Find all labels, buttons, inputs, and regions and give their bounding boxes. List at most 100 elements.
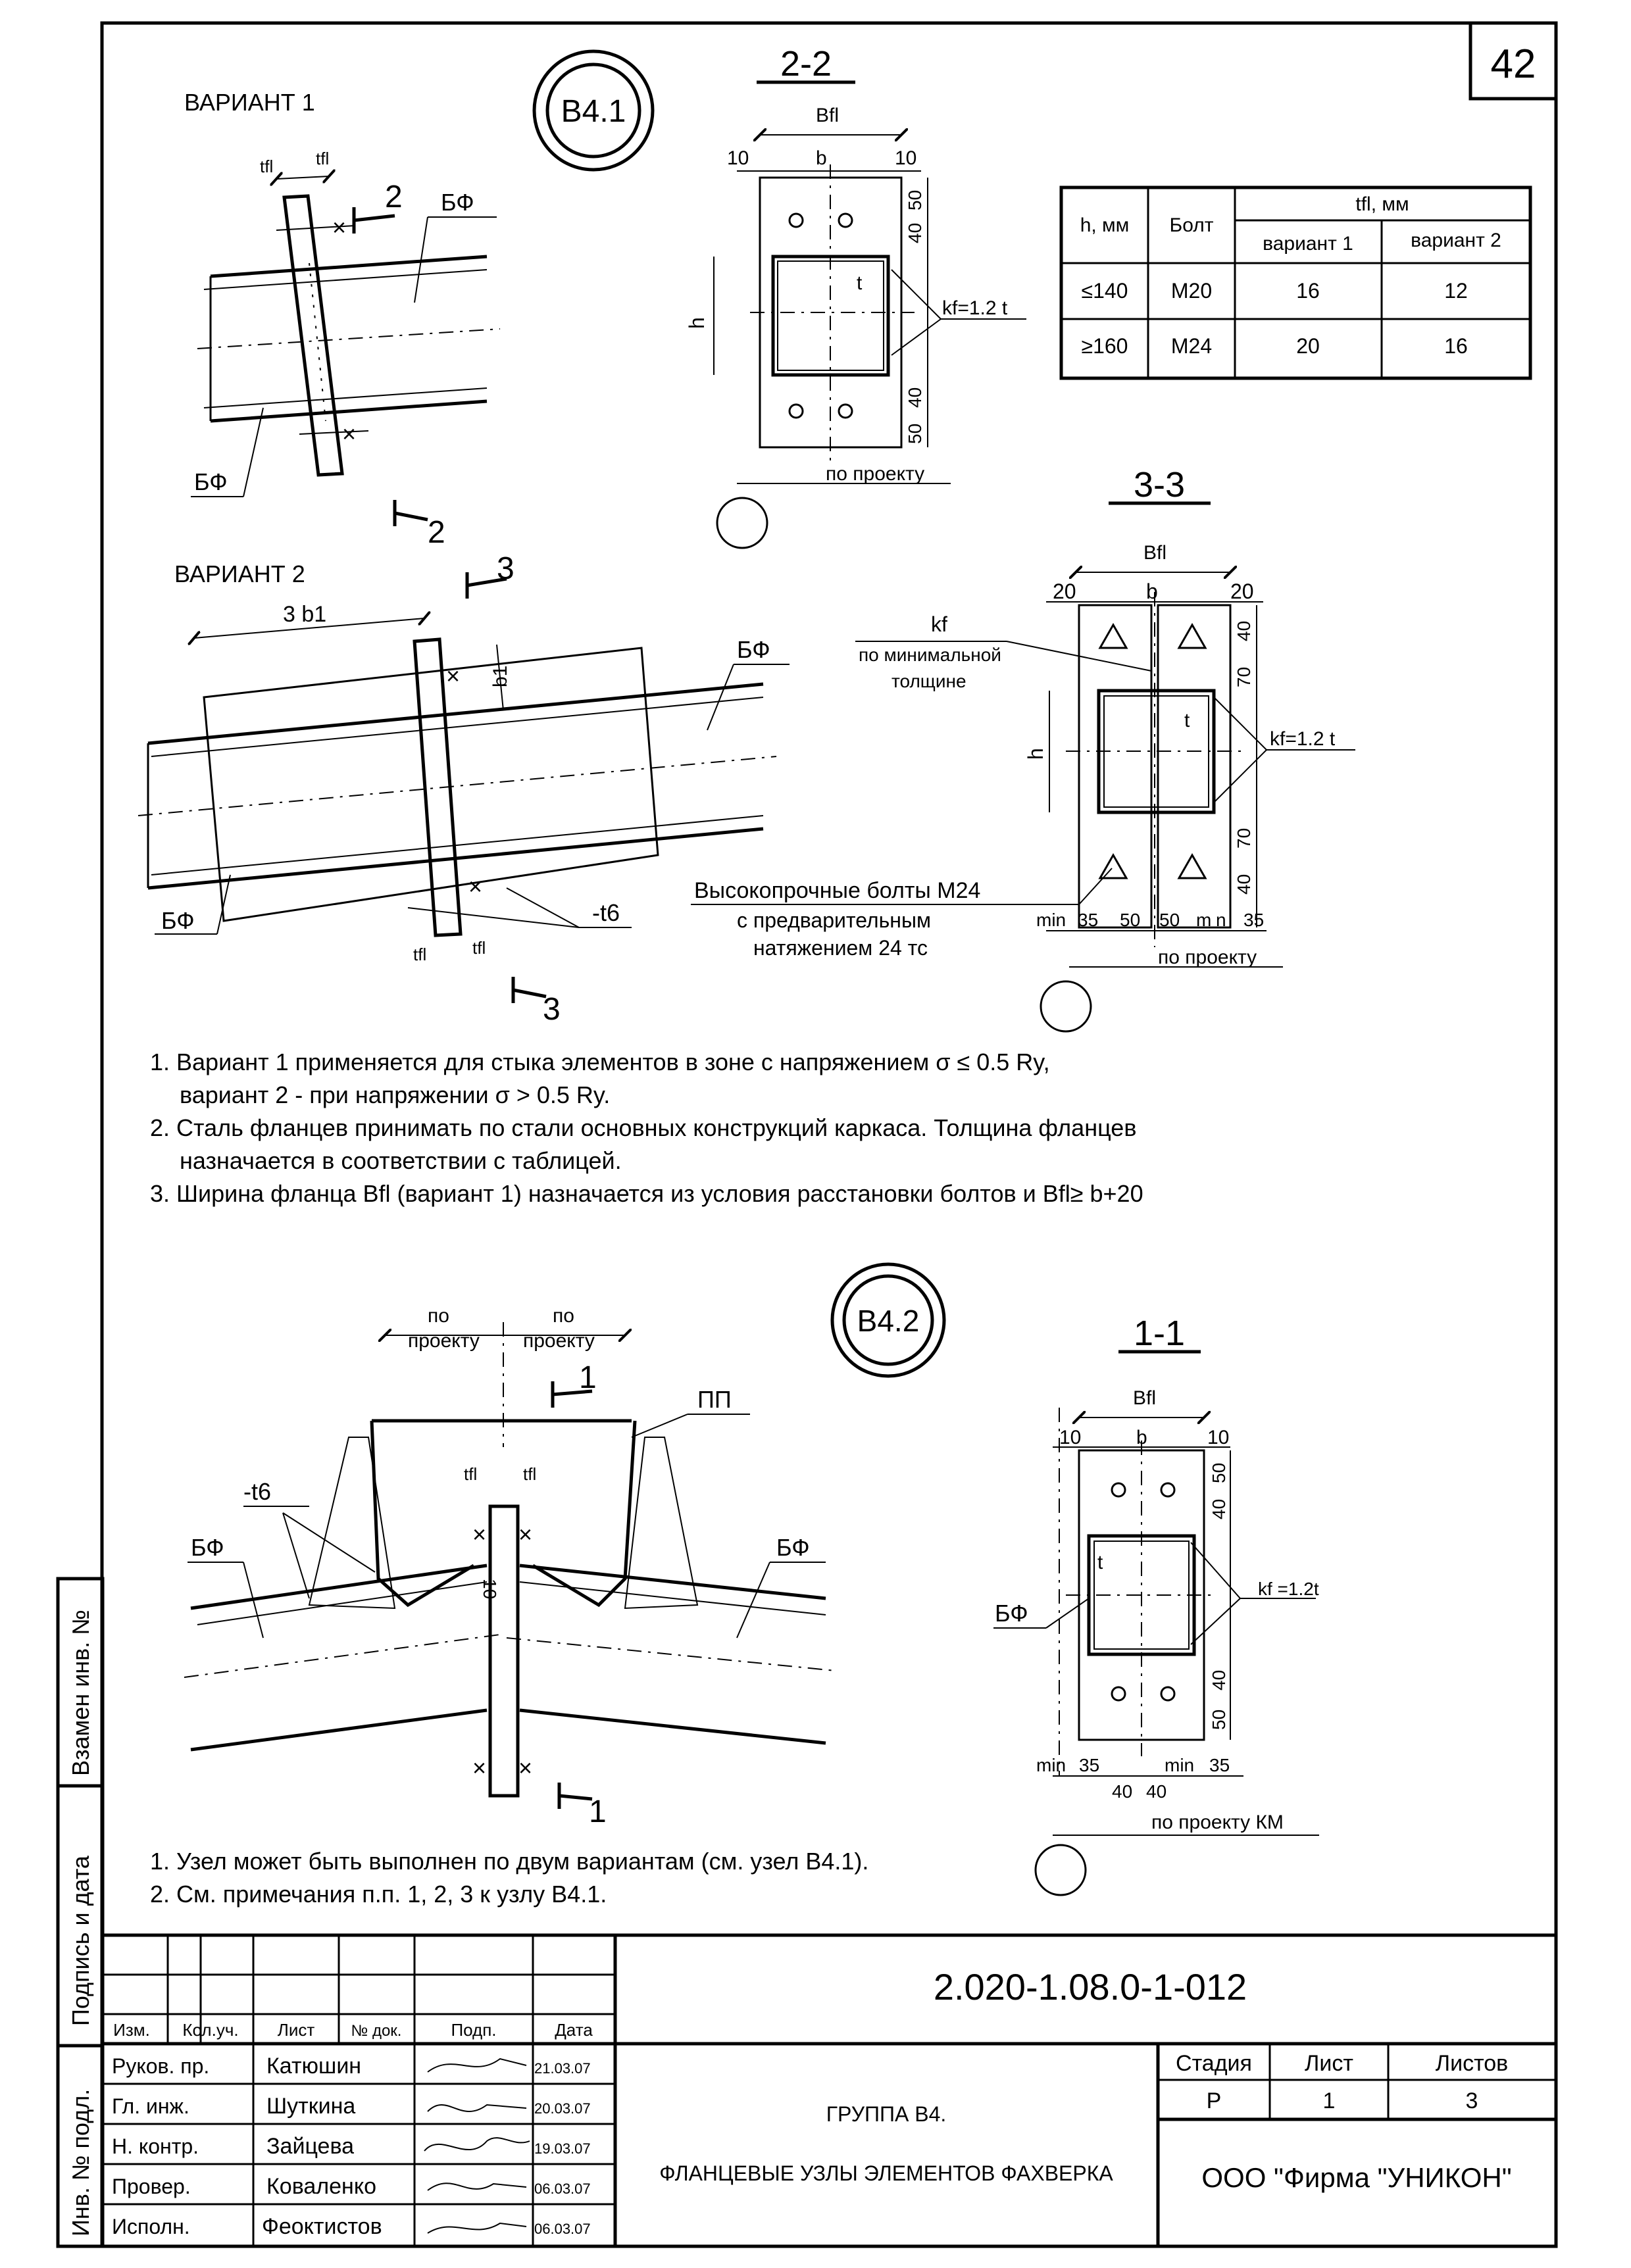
svg-text:×: × bbox=[332, 214, 346, 241]
col-header: Изм. bbox=[113, 2020, 150, 2040]
svg-text:БФ: БФ bbox=[776, 1534, 810, 1561]
note-line: вариант 2 - при напряжении σ > 0.5 Ry. bbox=[180, 1081, 611, 1108]
svg-text:40: 40 bbox=[905, 387, 925, 408]
sig-date: 19.03.07 bbox=[534, 2140, 591, 2157]
svg-text:50: 50 bbox=[905, 190, 925, 210]
svg-text:БФ: БФ bbox=[161, 907, 195, 934]
node-b41-tag: В4.1 bbox=[532, 49, 655, 172]
svg-text:b: b bbox=[1146, 579, 1158, 603]
svg-text:×: × bbox=[518, 1754, 532, 1781]
svg-text:40: 40 bbox=[1209, 1499, 1229, 1519]
svg-text:10: 10 bbox=[1207, 1427, 1229, 1448]
note-line: назначается в соответствии с таблицей. bbox=[180, 1147, 622, 1174]
table-cell: 20 bbox=[1296, 334, 1320, 358]
svg-text:40: 40 bbox=[1234, 621, 1254, 641]
node-b42-tag: В4.2 bbox=[830, 1262, 946, 1378]
sheets-header: Листов bbox=[1436, 2051, 1508, 2076]
svg-text:10: 10 bbox=[480, 1579, 500, 1599]
svg-text:b: b bbox=[816, 147, 827, 169]
table-v2-header: вариант 2 bbox=[1411, 230, 1501, 251]
svg-text:10: 10 bbox=[895, 147, 916, 169]
svg-text:В4.2: В4.2 bbox=[857, 1304, 920, 1338]
signature-scribbles bbox=[424, 2058, 530, 2234]
svg-text:tfl: tfl bbox=[472, 938, 486, 958]
table-cell: 16 bbox=[1444, 334, 1468, 358]
svg-text:Bfl: Bfl bbox=[1143, 542, 1167, 564]
sig-name: Зайцева bbox=[266, 2134, 354, 2159]
svg-text:×: × bbox=[468, 873, 482, 900]
svg-text:50: 50 bbox=[905, 424, 925, 444]
sig-name: Катюшин bbox=[266, 2054, 361, 2079]
side-stamp: Взамен инв. № Подпись и дата Инв. № подл… bbox=[56, 1577, 105, 2248]
svg-text:t: t bbox=[1097, 1552, 1103, 1573]
table-cell: ≥160 bbox=[1082, 334, 1128, 358]
table-cell: M20 bbox=[1171, 279, 1212, 303]
svg-text:БФ: БФ bbox=[194, 468, 228, 495]
svg-text:с предварительным: с предварительным bbox=[737, 908, 931, 932]
svg-text:по проекту: по проекту bbox=[1158, 947, 1257, 968]
svg-text:1: 1 bbox=[579, 1360, 597, 1395]
side-podpis: Подпись и дата bbox=[67, 1855, 94, 2026]
variant1-view: × × tfl tfl 2 2 БФ БФ bbox=[191, 149, 501, 550]
sheet-frame: 42 bbox=[100, 21, 1558, 2248]
svg-text:-t6: -t6 bbox=[243, 1478, 271, 1505]
flange-table: h, мм Болт tfl, мм вариант 1 вариант 2 ≤… bbox=[1059, 185, 1532, 380]
svg-text:×: × bbox=[518, 1521, 532, 1548]
drawing-title: ФЛАНЦЕВЫЕ УЗЛЫ ЭЛЕМЕНТОВ ФАХВЕРКА bbox=[659, 2161, 1113, 2185]
table-cell: 12 bbox=[1444, 279, 1468, 303]
svg-text:35: 35 bbox=[1078, 910, 1098, 930]
stage-value: Р bbox=[1207, 2088, 1222, 2113]
svg-text:Bfl: Bfl bbox=[1133, 1387, 1156, 1409]
svg-text:проекту: проекту bbox=[523, 1330, 595, 1352]
svg-text:1-1: 1-1 bbox=[1134, 1314, 1185, 1353]
sheet-header: Лист bbox=[1305, 2051, 1353, 2076]
svg-text:50: 50 bbox=[1209, 1463, 1229, 1483]
svg-text:t: t bbox=[1184, 710, 1190, 731]
svg-text:натяжением 24 тс: натяжением 24 тс bbox=[753, 936, 928, 960]
svg-text:по проекту КМ: по проекту КМ bbox=[1151, 1812, 1284, 1833]
note-line: 1. Узел может быть выполнен по двум вари… bbox=[150, 1848, 869, 1875]
sig-role: Гл. инж. bbox=[112, 2094, 189, 2118]
svg-text:min: min bbox=[1036, 1755, 1066, 1775]
svg-text:min: min bbox=[1165, 1755, 1194, 1775]
svg-text:70: 70 bbox=[1234, 667, 1254, 687]
sig-name: Феоктистов bbox=[262, 2214, 382, 2239]
svg-text:10: 10 bbox=[727, 147, 749, 169]
title-block: Изм. Кол.уч. Лист № док. Подп. Дата Руко… bbox=[102, 1933, 1556, 2246]
section-1-1: 1-1 Bfl 10 b 10 50 40 40 50 t kf =1.2t Б… bbox=[993, 1314, 1319, 1896]
variant2-view: × × 3 b1 b1 3 3 БФ БФ -t6 tfl tfl bbox=[138, 551, 790, 1027]
table-h-header: h, мм bbox=[1080, 214, 1130, 236]
svg-text:20: 20 bbox=[1053, 579, 1076, 603]
svg-text:проекту: проекту bbox=[408, 1330, 480, 1352]
svg-text:tfl: tfl bbox=[260, 157, 273, 176]
sig-role: Исполн. bbox=[112, 2215, 190, 2238]
sig-date: 21.03.07 bbox=[534, 2060, 591, 2077]
svg-text:40: 40 bbox=[1112, 1781, 1132, 1802]
svg-text:m: m bbox=[1196, 910, 1211, 930]
table-bolt-header: Болт bbox=[1170, 214, 1214, 236]
svg-text:по проекту: по проекту bbox=[826, 463, 924, 485]
section-2-2: 2-2 Bfl b 10 10 50 40 40 50 h t kf=1.2 t… bbox=[685, 44, 1026, 549]
svg-text:по минимальной: по минимальной bbox=[859, 645, 1001, 665]
sheet-value: 1 bbox=[1323, 2088, 1336, 2113]
svg-text:-t6: -t6 bbox=[592, 899, 620, 926]
svg-text:40: 40 bbox=[905, 223, 925, 243]
stage-header: Стадия bbox=[1176, 2051, 1252, 2076]
svg-text:40: 40 bbox=[1209, 1670, 1229, 1690]
note-line: 2. Сталь фланцев принимать по стали осно… bbox=[150, 1114, 1137, 1141]
svg-text:b: b bbox=[1136, 1427, 1147, 1448]
svg-text:Высокопрочные болты М24: Высокопрочные болты М24 bbox=[694, 878, 980, 903]
sig-date: 06.03.07 bbox=[534, 2221, 591, 2237]
svg-text:n: n bbox=[1216, 910, 1226, 930]
svg-text:35: 35 bbox=[1079, 1755, 1099, 1775]
svg-text:10: 10 bbox=[1059, 1427, 1081, 1448]
svg-text:В4.1: В4.1 bbox=[561, 94, 626, 129]
svg-text:1: 1 bbox=[589, 1794, 607, 1829]
sheet-number-box bbox=[1468, 21, 1558, 101]
svg-text:по: по bbox=[553, 1305, 574, 1327]
svg-text:tfl: tfl bbox=[464, 1464, 477, 1484]
svg-text:3-3: 3-3 bbox=[1134, 465, 1185, 505]
section-3-3: 3-3 Bfl 20 b 20 40 70 70 40 h t kf по ми… bbox=[691, 465, 1355, 1033]
col-header: Дата bbox=[555, 2020, 593, 2040]
